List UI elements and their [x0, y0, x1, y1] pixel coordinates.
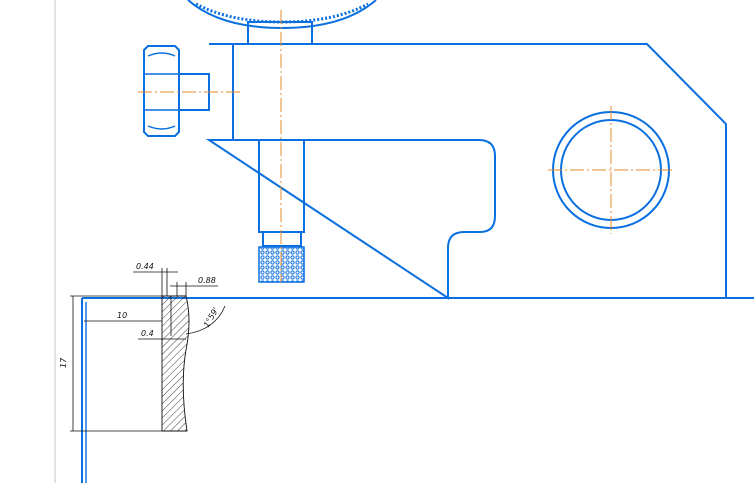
dim-label-angle: 1°59'	[202, 306, 221, 329]
dim-label-04: 0.4	[141, 329, 154, 338]
stand-frame-body	[205, 43, 727, 300]
dimension-labels: 0.44 0.88 10 0.4 17 1°59'	[59, 262, 220, 368]
base-plate	[81, 297, 754, 483]
center-lines	[138, 10, 674, 282]
dimension-lines	[70, 268, 226, 432]
dim-label-17: 17	[59, 357, 68, 368]
dim-label-10: 10	[117, 311, 127, 320]
dim-label-088: 0.88	[198, 276, 216, 285]
section-profile	[161, 295, 190, 432]
dim-label-044: 0.44	[136, 262, 154, 271]
dial-gauge	[187, 0, 377, 45]
clamp-screw	[143, 45, 210, 137]
